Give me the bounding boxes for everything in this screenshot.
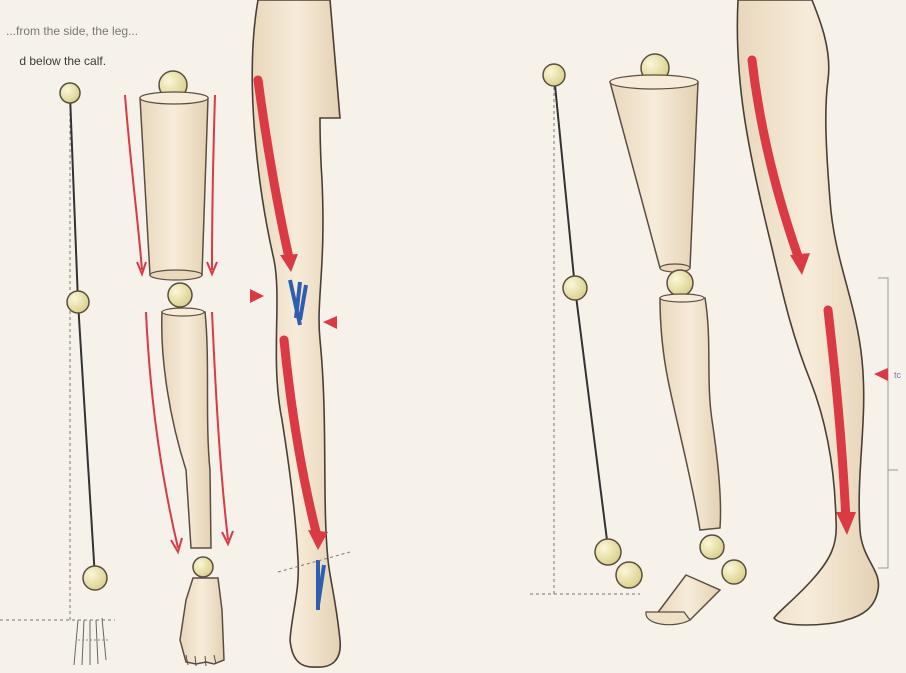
shin-line-side (575, 288, 608, 548)
knee-ball-front (168, 283, 192, 307)
calf-marker (874, 368, 888, 381)
front-realistic-leg (250, 0, 350, 667)
heel-ball-side (722, 560, 746, 584)
knee-joint-front (67, 291, 89, 313)
red-guide-arrow (125, 95, 142, 270)
side-realistic-leg: tc (737, 0, 901, 625)
thigh-line-front (70, 95, 78, 302)
heel-joint-side (616, 562, 642, 588)
ankle-joint-front (83, 566, 107, 590)
ankle-ball-front (193, 557, 213, 577)
shin-segment-front (162, 312, 211, 548)
foot-sketch-front (74, 618, 106, 665)
edge-text: tc (894, 370, 902, 380)
shin-line-front (78, 302, 95, 578)
side-stick-figure (530, 64, 642, 595)
knee-joint-side (563, 276, 587, 300)
shin-segment-side (660, 298, 721, 530)
red-guide-arrow (212, 95, 215, 270)
knee-marker-right (323, 316, 337, 329)
knee-marker-left (250, 289, 264, 303)
foot-front (180, 578, 224, 664)
ankle-ball-side (700, 535, 724, 559)
front-stick-figure (0, 83, 115, 665)
hip-joint-front (60, 83, 80, 103)
knee-ball-side (667, 270, 693, 296)
thigh-cylinder-front (140, 98, 208, 275)
thigh-line-side (554, 75, 575, 288)
toe-block-side (646, 612, 690, 625)
side-mannequin (610, 54, 746, 625)
hip-joint-side (543, 64, 565, 86)
ankle-joint-side (595, 539, 621, 565)
calf-bracket (878, 278, 888, 568)
thigh-cylinder-side (610, 82, 698, 268)
front-mannequin (125, 71, 233, 666)
red-guide-arrow (212, 312, 228, 540)
